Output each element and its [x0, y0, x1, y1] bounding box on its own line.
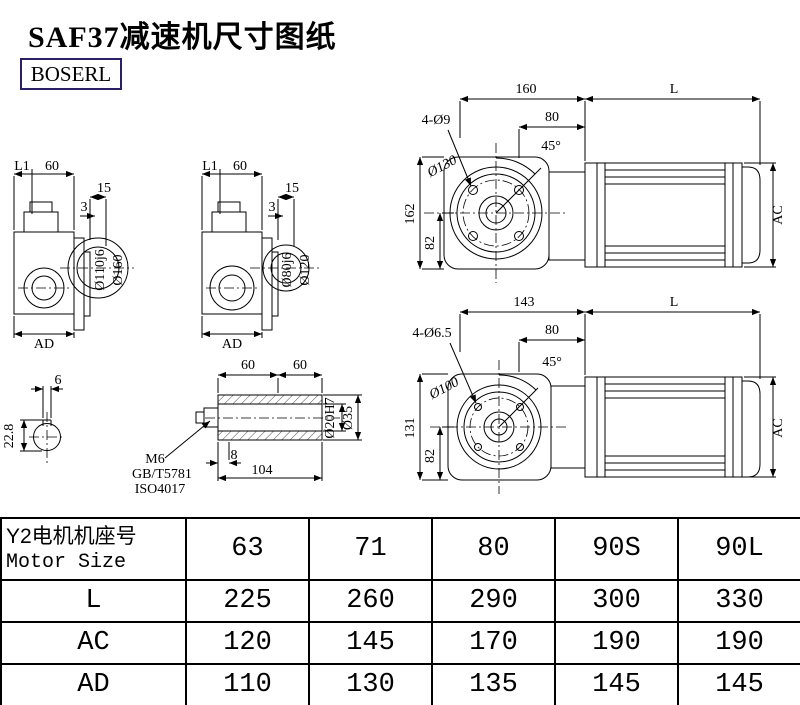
view-shaft-detail	[164, 371, 362, 482]
dim-3: 3	[81, 200, 88, 215]
brand-logo: BOSERL	[20, 58, 122, 90]
label-thread-m6: M6	[145, 452, 164, 467]
dim-45deg: 45°	[541, 139, 561, 154]
view-front-motor-small	[416, 308, 777, 494]
dim-82: 82	[423, 236, 438, 250]
dim-60: 60	[45, 159, 59, 174]
motor-size-label-en: Motor Size	[6, 550, 127, 574]
label-std-iso: ISO4017	[135, 482, 186, 497]
dimension-table: Y2电机机座号 Motor Size 63 71 80 90S 90L L 22…	[0, 517, 800, 705]
dim-keyway-width: 6	[55, 373, 62, 388]
dim-45deg: 45°	[542, 355, 562, 370]
table-cell: 260	[308, 579, 433, 623]
dim-dia-spigot: Ø110j6	[93, 249, 108, 290]
table-cell: 300	[554, 579, 679, 623]
dim-ad: AD	[34, 337, 54, 352]
dim-bolt-holes: 4-Ø9	[422, 113, 451, 128]
table-row-AD: AD 110 130 135 145 145	[0, 663, 800, 705]
view-side-small-flange	[201, 169, 322, 338]
table-row-motor-size: Y2电机机座号 Motor Size 63 71 80 90S 90L	[0, 517, 800, 581]
table-cell: 71	[308, 517, 433, 581]
dim-bolt-holes: 4-Ø6.5	[412, 326, 451, 341]
dim-dia100: Ø100	[426, 375, 461, 403]
dim-L: L	[670, 295, 679, 310]
dim-l1: L1	[202, 159, 218, 174]
table-row-label: AC	[0, 621, 187, 665]
dim-80: 80	[545, 110, 559, 125]
table-cell: 330	[677, 579, 800, 623]
table-row-label: L	[0, 579, 187, 623]
dim-60: 60	[233, 159, 247, 174]
dim-162: 162	[403, 204, 418, 225]
table-cell: 290	[431, 579, 556, 623]
table-row-L: L 225 260 290 300 330	[0, 579, 800, 623]
view-shaft-section	[20, 385, 65, 464]
table-cell: 190	[554, 621, 679, 665]
brand-logo-text: BOSERL	[30, 61, 112, 86]
dim-15: 15	[97, 181, 111, 196]
dim-bore-dia20h7: Ø20H7	[323, 397, 338, 438]
dim-ad: AD	[222, 337, 242, 352]
dim-dia-spigot: Ø80j6	[280, 253, 295, 288]
table-cell: 145	[677, 663, 800, 705]
dim-od-dia35: Ø35	[341, 406, 356, 430]
dim-15: 15	[285, 181, 299, 196]
dimension-labels: L1 60 15 3 Ø110j6 Ø160 AD L1 60 15 3 Ø80…	[2, 82, 786, 497]
dim-dia-flange: Ø120	[298, 254, 313, 285]
dim-80: 80	[545, 323, 559, 338]
table-cell: 90L	[677, 517, 800, 581]
dim-L: L	[670, 82, 679, 97]
dim-131: 131	[403, 418, 418, 439]
table-cell: 145	[554, 663, 679, 705]
motor-size-label-cn: Y2电机机座号	[6, 525, 137, 549]
table-cell: 63	[185, 517, 310, 581]
view-front-motor-large	[416, 95, 777, 283]
table-cell-header: Y2电机机座号 Motor Size	[0, 517, 187, 581]
dim-keyway-depth: 22.8	[2, 424, 17, 449]
table-cell: 110	[185, 663, 310, 705]
table-cell: 90S	[554, 517, 679, 581]
view-side-large-flange	[13, 169, 134, 338]
table-cell: 170	[431, 621, 556, 665]
table-cell: 190	[677, 621, 800, 665]
table-cell: 225	[185, 579, 310, 623]
dim-104: 104	[252, 463, 273, 478]
dim-AC: AC	[771, 418, 786, 437]
dim-60b: 60	[293, 358, 307, 373]
table-cell: 145	[308, 621, 433, 665]
table-cell: 130	[308, 663, 433, 705]
dim-60a: 60	[241, 358, 255, 373]
dim-AC: AC	[771, 205, 786, 224]
page-title: SAF37减速机尺寸图纸	[28, 21, 337, 54]
dim-143: 143	[514, 295, 535, 310]
dim-l1: L1	[14, 159, 30, 174]
table-row-label: AD	[0, 663, 187, 705]
dim-82: 82	[423, 449, 438, 463]
label-std-gb: GB/T5781	[132, 467, 192, 482]
dim-dia-flange: Ø160	[111, 254, 126, 285]
dim-3: 3	[269, 200, 276, 215]
table-cell: 135	[431, 663, 556, 705]
table-cell: 80	[431, 517, 556, 581]
table-cell: 120	[185, 621, 310, 665]
dim-8: 8	[231, 448, 238, 463]
table-row-AC: AC 120 145 170 190 190	[0, 621, 800, 665]
dim-160: 160	[516, 82, 537, 97]
